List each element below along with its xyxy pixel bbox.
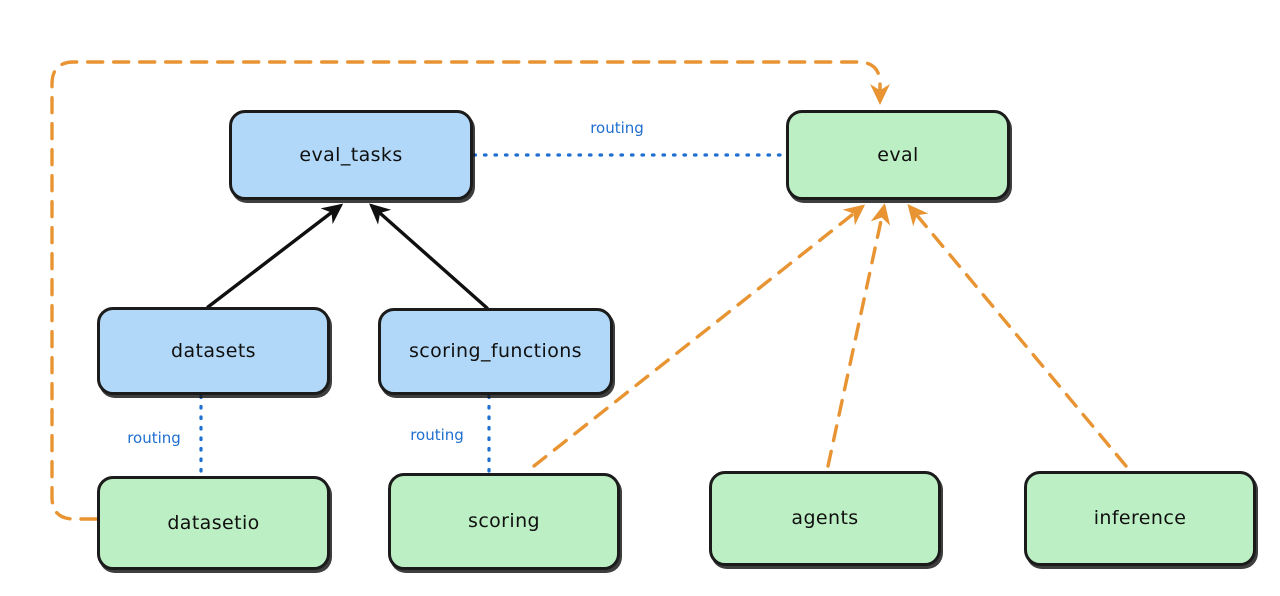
node-datasets[interactable]: datasets bbox=[97, 307, 330, 395]
edge-inference-to-eval bbox=[907, 203, 1128, 468]
edge-agents-to-eval bbox=[826, 203, 891, 468]
node-eval[interactable]: eval bbox=[786, 110, 1010, 200]
node-scoring[interactable]: scoring bbox=[388, 473, 620, 570]
node-label: eval bbox=[877, 143, 919, 166]
edge-scoring_functions-to-eval_tasks bbox=[369, 203, 489, 310]
node-label: agents bbox=[791, 507, 859, 530]
node-agents[interactable]: agents bbox=[709, 471, 941, 566]
node-eval-tasks[interactable]: eval_tasks bbox=[229, 110, 473, 200]
node-label: eval_tasks bbox=[299, 143, 403, 166]
node-scoring-functions[interactable]: scoring_functions bbox=[378, 308, 613, 395]
node-label: scoring bbox=[468, 510, 540, 533]
edge-label-routing-scoring: routing bbox=[410, 426, 464, 444]
edge-label-routing-eval: routing bbox=[590, 119, 644, 137]
node-label: scoring_functions bbox=[409, 340, 582, 363]
node-label: inference bbox=[1093, 507, 1187, 530]
edge-datasets-to-eval_tasks bbox=[206, 203, 344, 309]
node-label: datasetio bbox=[167, 511, 260, 534]
node-inference[interactable]: inference bbox=[1024, 471, 1256, 566]
node-datasetio[interactable]: datasetio bbox=[97, 476, 330, 570]
node-label: datasets bbox=[171, 339, 256, 362]
edge-label-routing-datasetio: routing bbox=[127, 429, 181, 447]
